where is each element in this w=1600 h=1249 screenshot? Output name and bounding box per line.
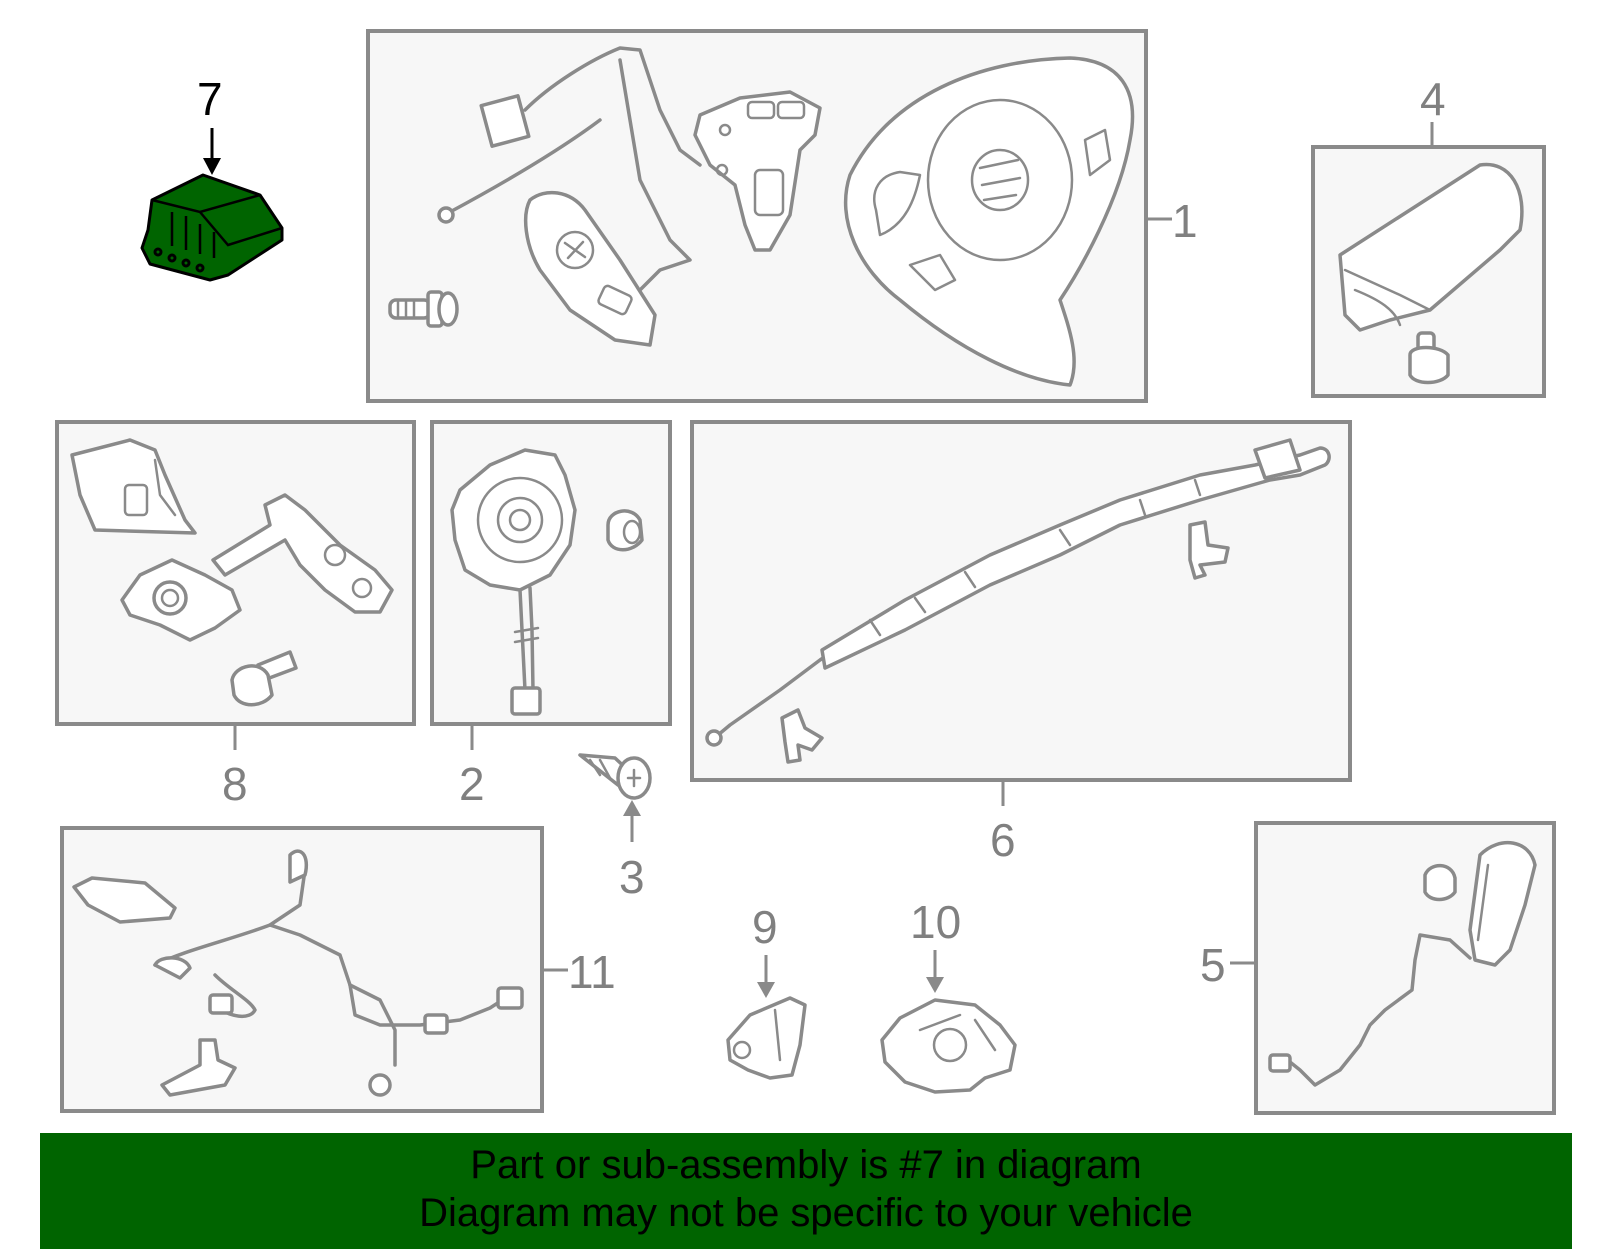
callout-8: 8 <box>222 758 248 810</box>
part-5-knee-airbag[interactable] <box>1268 840 1537 1087</box>
callout-3: 3 <box>619 851 645 903</box>
banner-line-2: Diagram may not be specific to your vehi… <box>419 1191 1193 1235</box>
part-4-passenger-airbag[interactable] <box>1338 162 1524 385</box>
part-1-steering-switch-harness[interactable] <box>437 46 702 347</box>
part-2-clock-spring[interactable] <box>450 448 577 716</box>
callout-6: 6 <box>990 814 1016 866</box>
callout-5: 5 <box>1200 939 1226 991</box>
callout-9-arrowhead <box>757 982 775 998</box>
callout-10: 10 <box>910 896 961 948</box>
callout-4: 4 <box>1420 73 1446 125</box>
callout-9: 9 <box>752 901 778 953</box>
info-banner: Part or sub-assembly is #7 in diagram Di… <box>40 1133 1572 1249</box>
part-3-screw[interactable] <box>578 753 652 800</box>
part-1-bolt[interactable] <box>388 290 459 328</box>
part-11-wire-harness[interactable] <box>72 849 524 1097</box>
callout-7-arrowhead <box>203 158 221 175</box>
part-6-curtain-airbag[interactable] <box>705 438 1331 764</box>
part-10-sensor[interactable] <box>880 998 1017 1094</box>
callout-10-arrowhead <box>926 977 944 993</box>
part-7-airbag-control-module[interactable] <box>140 173 284 282</box>
part-8-bolt[interactable] <box>230 650 298 707</box>
part-2-cap[interactable] <box>606 509 644 552</box>
callout-11: 11 <box>568 946 616 998</box>
callout-1: 1 <box>1172 195 1198 247</box>
callout-3-arrowhead <box>623 800 641 816</box>
callout-2: 2 <box>459 758 485 810</box>
part-9-side-sensor[interactable] <box>726 996 807 1080</box>
part-8-rod-bracket[interactable] <box>211 493 394 614</box>
part-1-steering-switch-right[interactable] <box>693 90 822 252</box>
banner-line-1: Part or sub-assembly is #7 in diagram <box>470 1143 1142 1187</box>
part-8-front-sensor[interactable] <box>120 558 242 642</box>
part-8-sensor-bracket[interactable] <box>70 438 197 535</box>
part-1-driver-airbag[interactable] <box>843 56 1135 387</box>
callout-7: 7 <box>197 73 223 125</box>
